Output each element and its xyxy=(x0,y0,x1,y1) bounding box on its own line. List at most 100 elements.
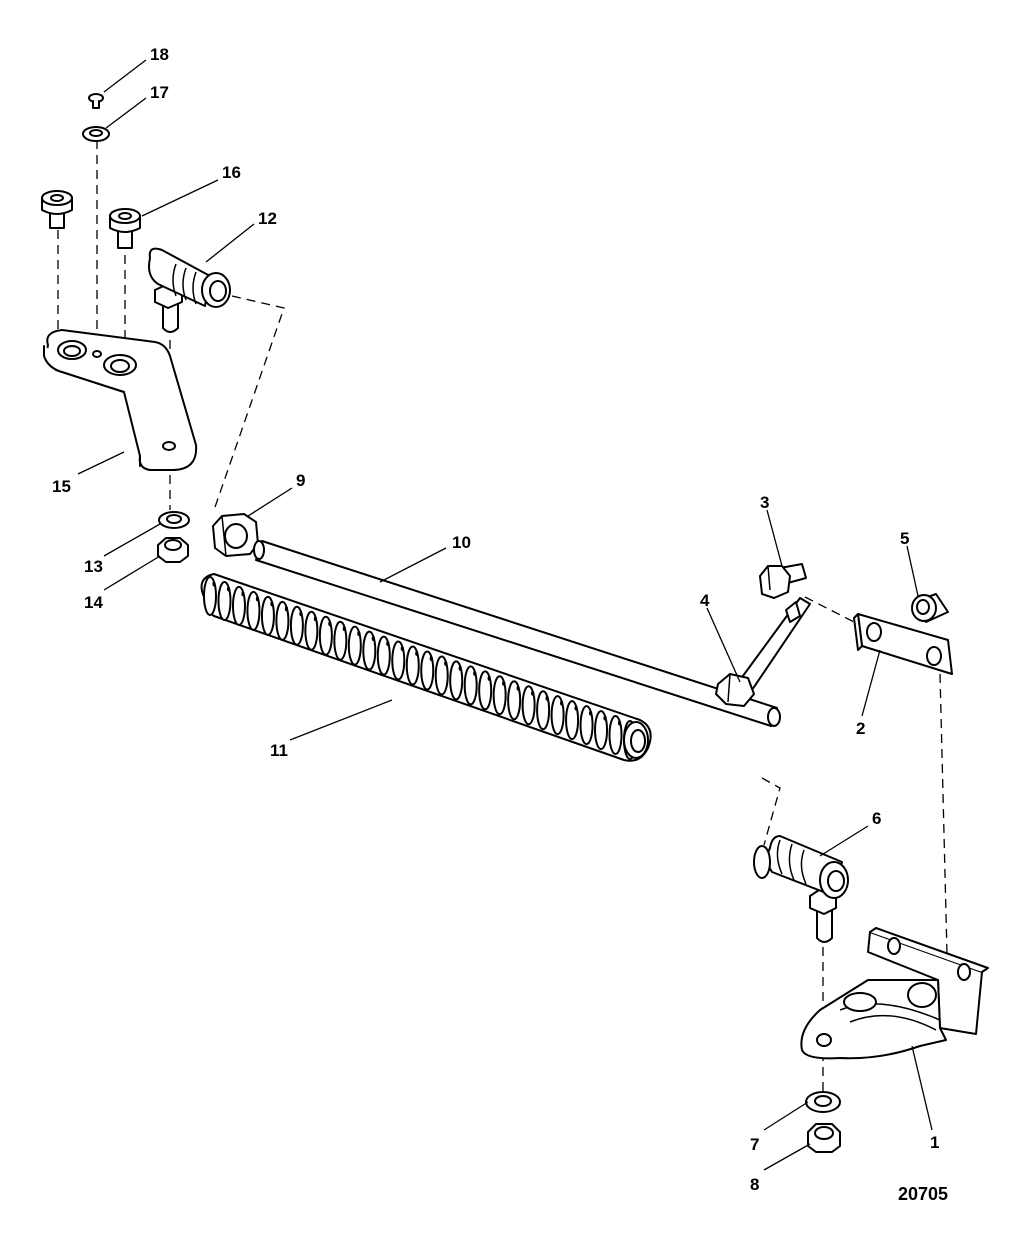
sleeve-rib-dot xyxy=(458,666,462,671)
sleeve-rib xyxy=(550,695,565,736)
part-5-spacer xyxy=(911,593,949,623)
part-8-nut xyxy=(807,1123,841,1153)
callout-12: 12 xyxy=(258,209,277,228)
callout-11: 11 xyxy=(270,741,288,760)
callout-8: 8 xyxy=(750,1175,759,1194)
sleeve-rib xyxy=(478,670,493,711)
sleeve-rib xyxy=(260,595,275,636)
sleeve-rib xyxy=(333,620,348,661)
callout-labels: 18 17 16 12 15 13 14 9 10 11 3 4 5 2 6 1… xyxy=(52,45,939,1194)
sleeve-rib-dot xyxy=(255,596,260,602)
sleeve-rib-dot xyxy=(487,675,491,681)
sleeve-rib xyxy=(434,655,449,696)
sleeve-rib-dot xyxy=(328,621,332,627)
callout-15: 15 xyxy=(52,477,71,496)
sleeve-rib xyxy=(521,685,536,726)
sleeve-rib-dot xyxy=(342,626,346,632)
part-2-plate xyxy=(853,613,953,675)
sleeve-rib xyxy=(231,585,246,626)
sleeve-rib-dot xyxy=(603,715,607,721)
part-18-screw xyxy=(88,93,104,109)
assembly-lines xyxy=(57,140,948,1095)
sleeve-rib-dot xyxy=(241,591,245,597)
sleeve-rib xyxy=(449,660,464,701)
part-11-sleeve xyxy=(200,573,652,762)
sleeve-rib xyxy=(579,705,594,746)
sleeve-rib xyxy=(376,635,391,676)
sleeve-rib-dot xyxy=(400,646,404,651)
sleeve-rib-dot xyxy=(559,700,564,706)
sleeve-rib-dot xyxy=(415,651,419,656)
sleeve-rib xyxy=(608,715,623,756)
sleeve-rib-dot xyxy=(284,606,289,612)
part-3-bolt xyxy=(759,563,807,599)
callout-7: 7 xyxy=(750,1135,759,1154)
part-17-washer xyxy=(82,126,110,142)
sleeve-rib xyxy=(507,680,522,721)
part-4-bolt xyxy=(715,597,811,707)
callout-18: 18 xyxy=(150,45,169,64)
sleeve-rib xyxy=(347,625,362,666)
part-9-hex-nut xyxy=(212,513,259,557)
callout-5: 5 xyxy=(900,529,909,548)
callout-4: 4 xyxy=(700,591,710,610)
sleeve-rib-dot xyxy=(226,586,231,592)
sleeve-rib-dot xyxy=(212,581,216,587)
sleeve-rib xyxy=(304,610,319,651)
callout-10: 10 xyxy=(452,533,471,552)
part-16-bushing-right xyxy=(109,208,141,249)
sleeve-rib-dot xyxy=(516,685,520,691)
sleeve-rib-dot xyxy=(545,695,549,701)
sleeve-rib xyxy=(405,645,420,686)
callout-13: 13 xyxy=(84,557,103,576)
sleeve-rib xyxy=(463,665,478,706)
sleeve-rib-dot xyxy=(429,656,433,661)
callout-17: 17 xyxy=(150,83,169,102)
part-6-ball-joint xyxy=(753,835,849,943)
figure-number: 20705 xyxy=(898,1184,948,1204)
sleeve-rib-dot xyxy=(357,631,361,637)
part-14-nut xyxy=(157,537,189,563)
sleeve-rib-dot xyxy=(270,601,274,607)
sleeve-rib xyxy=(420,650,435,691)
sleeve-rib xyxy=(318,615,333,656)
callout-9: 9 xyxy=(296,471,305,490)
part-12-ball-joint xyxy=(148,247,231,333)
sleeve-rib-dot xyxy=(531,690,535,696)
callout-3: 3 xyxy=(760,493,769,512)
sleeve-rib-dot xyxy=(313,616,317,622)
sleeve-rib-dot xyxy=(386,641,390,646)
sleeve-rib-dot xyxy=(574,705,578,711)
sleeve-rib xyxy=(275,600,290,641)
callout-2: 2 xyxy=(856,719,865,738)
sleeve-rib xyxy=(289,605,304,646)
sleeve-rib xyxy=(203,576,217,616)
sleeve-rib xyxy=(492,675,507,716)
sleeve-rib-dot xyxy=(299,611,303,617)
part-13-lock-washer xyxy=(158,511,190,529)
sleeve-ribs xyxy=(203,576,637,760)
part-15-lever-arm xyxy=(43,329,198,471)
sleeve-rib xyxy=(217,580,232,621)
sleeve-rib xyxy=(536,690,551,731)
part-10-rod xyxy=(253,540,781,727)
sleeve-rib-dot xyxy=(502,680,506,686)
sleeve-rib-dot xyxy=(617,720,622,726)
part-1-bracket xyxy=(800,927,989,1060)
callout-leaders xyxy=(77,59,933,1171)
sleeve-rib xyxy=(565,700,580,741)
sleeve-rib xyxy=(246,590,261,631)
sleeve-rib xyxy=(362,630,377,671)
sleeve-rib-dot xyxy=(444,661,448,666)
callout-14: 14 xyxy=(84,593,103,612)
callout-16: 16 xyxy=(222,163,241,182)
sleeve-rib xyxy=(594,710,609,751)
part-7-lock-washer xyxy=(805,1091,841,1113)
callout-1: 1 xyxy=(930,1133,939,1152)
sleeve-rib-dot xyxy=(588,710,593,716)
sleeve-rib xyxy=(391,640,406,681)
part-16-bushing-left xyxy=(41,190,73,229)
callout-6: 6 xyxy=(872,809,881,828)
sleeve-rib-dot xyxy=(473,670,477,676)
